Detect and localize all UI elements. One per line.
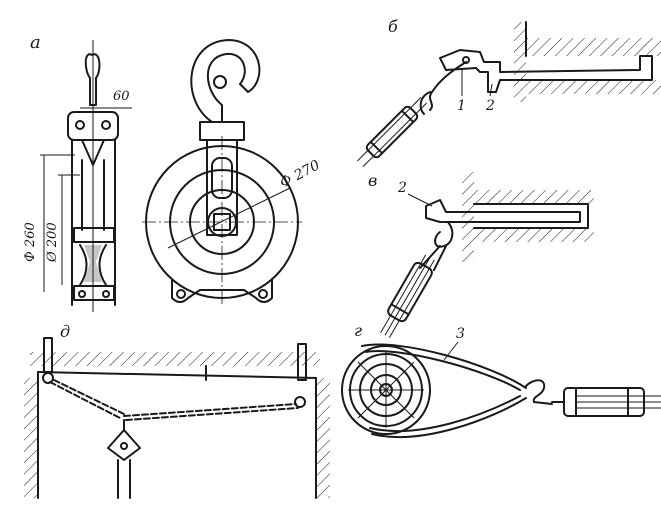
leader-2v — [407, 193, 433, 207]
link — [429, 61, 467, 111]
dim-line-270 — [167, 187, 291, 249]
panel-label-v: в — [368, 171, 377, 190]
callout-3: 3 — [456, 326, 465, 342]
yoke — [81, 139, 105, 166]
block-b — [356, 96, 428, 168]
wall-left-hatch — [24, 378, 38, 498]
ceiling-line — [37, 371, 317, 379]
hook-pin — [213, 75, 227, 89]
sling-top — [361, 343, 527, 389]
dim-260: Ф 260 — [23, 222, 38, 262]
sheave-hub — [73, 227, 115, 243]
dim-200: Ø 200 — [45, 222, 60, 263]
bolt — [78, 290, 86, 298]
bolt — [101, 120, 111, 130]
sling-bottom-inner — [369, 395, 521, 433]
wall-right-hatch — [316, 378, 330, 498]
anchor-right — [297, 343, 307, 381]
hook-front — [190, 39, 261, 123]
panel-d-ceiling-rigging: д — [24, 322, 330, 499]
wall-hatch — [462, 172, 474, 262]
anchor-ring-left — [42, 372, 54, 384]
wall-bottom-hatch — [474, 228, 594, 242]
anchor-ring-right — [294, 396, 306, 408]
lug-hole — [258, 289, 268, 299]
wall-hatch — [514, 22, 526, 102]
block-v — [380, 254, 435, 339]
panel-a-side-view: а 60 Ф 260 Ø 200 — [23, 32, 132, 312]
floor-hatch — [526, 80, 661, 94]
bolt — [75, 120, 85, 130]
callout-2-b: 2 — [485, 98, 495, 114]
ceiling-hatch — [526, 38, 661, 56]
callout-1: 1 — [457, 98, 466, 114]
chain-right-2 — [125, 407, 299, 421]
drum-outer — [341, 345, 431, 435]
panel-g-drum-sling: г 3 — [341, 321, 661, 438]
sheave-groove — [79, 244, 107, 286]
chain-left — [49, 381, 121, 419]
panel-a-front-view: Ф 270 — [142, 39, 323, 306]
hook-v — [434, 221, 454, 248]
ceiling-hatch — [30, 352, 320, 366]
upper-plate — [67, 111, 119, 141]
panel-label-b: б — [388, 17, 398, 36]
wall-top-hatch — [474, 190, 594, 204]
leader-3 — [443, 341, 459, 361]
leader-2 — [489, 83, 493, 97]
chain-left-2 — [53, 379, 125, 415]
hook-b — [419, 91, 431, 115]
panel-v-wall-anchor: в 2 — [368, 171, 594, 339]
anchor-bar — [425, 199, 581, 223]
panel-label-g: г — [354, 321, 362, 340]
dim-270: Ф 270 — [277, 157, 322, 191]
sling-bottom — [371, 397, 527, 438]
panel-label-a: а — [30, 32, 41, 53]
panel-b-anchor-beam: б 1 2 — [356, 17, 661, 168]
bottom-plate — [73, 285, 115, 301]
hook-g — [525, 379, 553, 405]
sheave-shade — [84, 245, 102, 282]
callout-2-v: 2 — [397, 180, 407, 196]
block-d — [107, 429, 141, 461]
block-pin — [120, 442, 128, 450]
lug-hole — [176, 289, 186, 299]
bolt — [102, 290, 110, 298]
drum-spoke — [357, 361, 415, 419]
sling-top-inner — [365, 350, 521, 391]
chain-right — [123, 403, 297, 417]
beam — [439, 49, 653, 93]
dim-60: 60 — [113, 89, 130, 104]
panel-label-d: д — [60, 322, 70, 341]
